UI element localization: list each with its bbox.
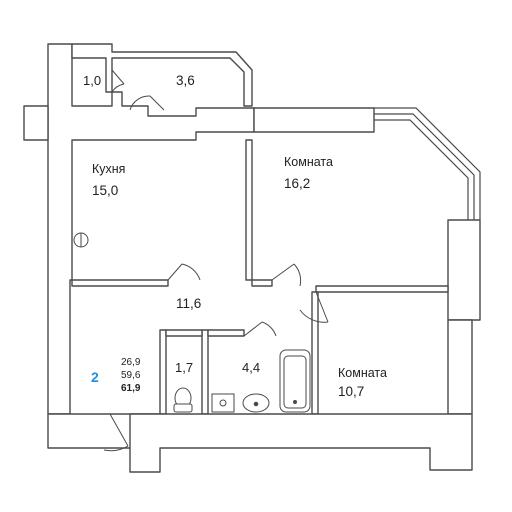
bay-window-inner (374, 119, 469, 220)
kitchen-door (167, 263, 201, 281)
room-large-area: 16,2 (284, 176, 311, 191)
entrance-door (103, 413, 129, 452)
upper-partition-wall (253, 107, 375, 133)
room-south-wall (251, 279, 273, 287)
kitchen-living-area: 59,6 (121, 370, 141, 381)
bath-east-wall (311, 291, 319, 415)
kitchen-room-wall (245, 139, 253, 281)
area-summary: 26,9 59,6 61,9 (121, 356, 140, 395)
bathroom-area: 4,4 (242, 360, 261, 375)
toilet-east-wall (201, 329, 209, 415)
bedroom-door (299, 291, 329, 323)
toilet-area: 1,7 (175, 360, 194, 375)
toilet-west-wall (159, 329, 167, 415)
wardrobe-area: 3,6 (176, 73, 195, 88)
north-corridor-wall (23, 105, 49, 141)
total-area: 61,9 (121, 383, 141, 394)
hall-area: 11,6 (176, 296, 202, 311)
kitchen-south-wall (71, 279, 169, 287)
east-wall-upper (447, 219, 481, 321)
kitchen-name: Кухня (92, 162, 126, 176)
west-wall (47, 43, 255, 415)
rooms-count: 2 (91, 369, 99, 385)
bay-window (374, 107, 481, 220)
kitchen-area: 15,0 (92, 183, 119, 198)
storage-top-wall (71, 43, 253, 107)
wardrobe-door (129, 95, 165, 111)
wet-north-wall (165, 329, 203, 337)
room-large-name: Комната (284, 155, 333, 169)
bath-north-wall (207, 329, 245, 337)
bedroom-north-wall (315, 285, 449, 293)
storage-area: 1,0 (83, 73, 102, 88)
storage-door (111, 69, 125, 93)
south-wall-step (129, 413, 473, 473)
room-small-area: 10,7 (338, 384, 365, 399)
east-wall-lower (447, 319, 473, 415)
bath-door (243, 321, 277, 337)
room-small-name: Комната (338, 366, 387, 380)
living-area: 26,9 (121, 357, 141, 368)
bay-window-glass (374, 113, 475, 220)
room-door (271, 263, 302, 287)
